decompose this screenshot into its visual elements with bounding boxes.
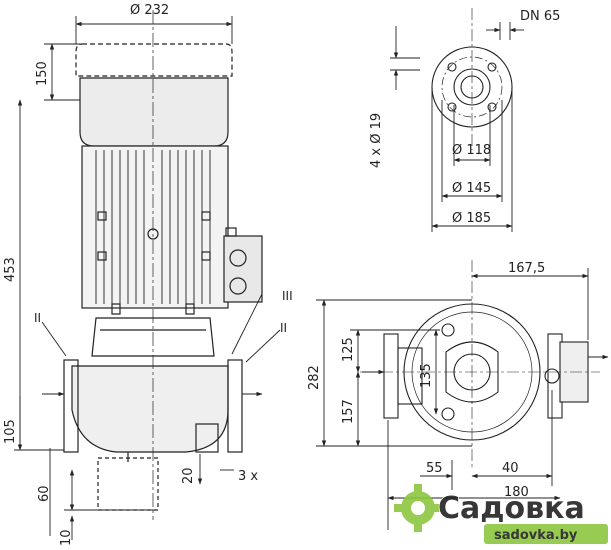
front-width-label: Ø 232 — [130, 3, 169, 18]
top-base-width-label: 180 — [504, 485, 529, 500]
flange-bolt-circle — [441, 56, 503, 118]
motor-hood — [75, 43, 233, 77]
bolt-hole — [447, 102, 457, 112]
flange-bolt-circle-label: Ø 145 — [452, 181, 491, 196]
terminal-box — [223, 235, 263, 303]
top-upper-label: 125 — [341, 337, 356, 362]
flange-inner — [453, 68, 491, 106]
front-dimensions — [14, 16, 281, 540]
bolt-hole — [441, 407, 455, 421]
top-dimensions — [316, 260, 609, 530]
front-foot-count-label: 3 x — [238, 469, 258, 484]
watermark-url: sadovka.by — [494, 528, 578, 543]
watermark-logo: Садовка sadovka.by — [394, 484, 608, 544]
flange-bolt-holes-label: 4 x Ø 19 — [369, 113, 384, 168]
mark-left: II — [34, 311, 41, 325]
front-base-plate-label: 10 — [59, 529, 74, 546]
cooling-fins — [95, 150, 211, 304]
bolt-hole — [487, 102, 497, 112]
mark-right-top: III — [282, 289, 293, 303]
flange-nominal-size: DN 65 — [520, 9, 560, 24]
top-height-label: 282 — [307, 365, 322, 390]
top-lower-label: 157 — [341, 399, 356, 424]
motor-fan-cover — [79, 77, 229, 147]
front-base-height-label: 60 — [37, 485, 52, 502]
bolt-hole — [544, 368, 560, 384]
motor-body — [81, 145, 229, 309]
volute — [445, 341, 499, 403]
top-center-label: 135 — [419, 363, 434, 388]
watermark-url-badge — [484, 524, 608, 544]
mark-right: II — [280, 321, 287, 335]
watermark-brand: Садовка — [438, 491, 585, 526]
top-flange-left — [383, 333, 399, 419]
front-view — [63, 43, 263, 511]
top-right-offset-label: 167,5 — [508, 261, 545, 276]
flange-outer-dia-label: Ø 185 — [452, 211, 491, 226]
front-foot-label: 20 — [181, 467, 196, 484]
top-left-offset-label: 55 — [426, 461, 443, 476]
lantern — [91, 317, 215, 357]
bolt-hole — [441, 323, 455, 337]
gear-icon — [394, 484, 442, 532]
flange-dimensions — [390, 8, 524, 232]
base-foot — [97, 457, 159, 511]
flange-left — [63, 359, 79, 453]
flange-right — [227, 359, 243, 453]
front-motor-top-label: 150 — [35, 61, 50, 86]
front-total-height-label: 453 — [3, 257, 18, 282]
bolt-hole — [487, 62, 497, 72]
bolt-hole — [447, 62, 457, 72]
flange-inner-dia-label: Ø 118 — [452, 143, 491, 158]
pump-housing — [71, 365, 229, 453]
top-right-small-label: 40 — [502, 461, 519, 476]
front-flange-height-label: 105 — [3, 419, 18, 444]
